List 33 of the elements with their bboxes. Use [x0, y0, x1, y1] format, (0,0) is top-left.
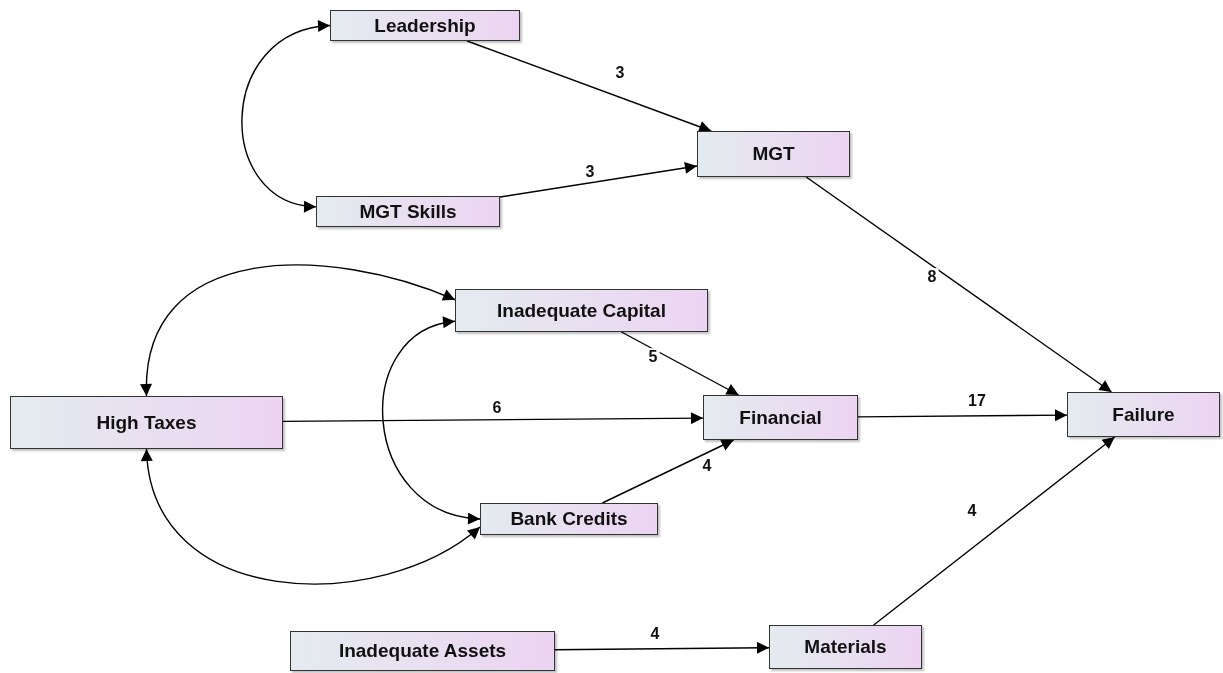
node-label: Inadequate Assets	[338, 640, 507, 662]
arrow	[601, 439, 735, 504]
node-label: Materials	[804, 636, 887, 658]
arrow	[499, 161, 698, 198]
node-label: MGT Skills	[359, 200, 457, 223]
node-label: Financial	[739, 406, 822, 429]
arrow	[554, 641, 770, 654]
node-label: High Taxes	[96, 411, 197, 434]
variable-box	[330, 10, 520, 41]
arrow	[142, 448, 481, 585]
variable-box	[1067, 392, 1220, 437]
arrow	[873, 436, 1116, 626]
arrow	[857, 409, 1068, 422]
arrow	[241, 21, 331, 211]
arrow	[141, 264, 456, 397]
arrow	[620, 331, 740, 396]
variable-box	[769, 625, 922, 669]
arrow	[466, 40, 712, 133]
node-label: Bank Credits	[510, 508, 628, 530]
node-label: Inadequate Capital	[497, 299, 666, 322]
variable-box	[703, 395, 858, 440]
variable-box	[316, 196, 500, 227]
variable-box	[455, 289, 708, 332]
node-label: Failure	[1112, 403, 1175, 426]
arrow	[805, 176, 1113, 393]
node-label: Leadership	[374, 14, 476, 37]
node-label: MGT	[752, 143, 795, 165]
arrow	[382, 318, 481, 523]
arrow	[282, 412, 704, 425]
variable-box	[290, 631, 555, 671]
variable-box	[10, 396, 283, 449]
variable-box	[480, 503, 658, 535]
variable-box	[697, 131, 850, 177]
